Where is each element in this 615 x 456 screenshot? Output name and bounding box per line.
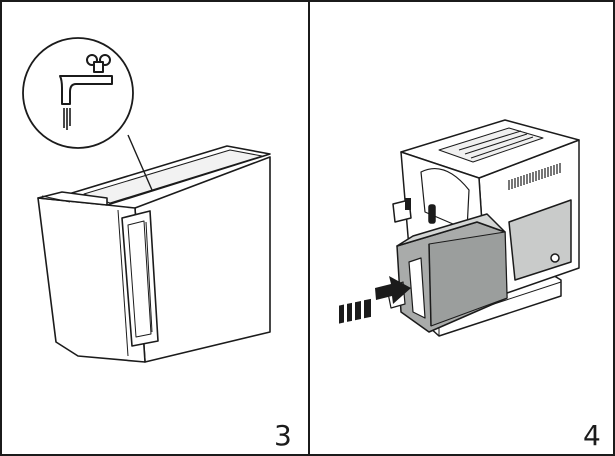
water-tank — [37, 145, 271, 363]
step-4-panel: 4 — [309, 0, 615, 456]
push-arrow-icon — [339, 276, 411, 324]
tap-callout — [22, 37, 134, 149]
step-number: 3 — [274, 419, 292, 452]
coffee-machine — [386, 119, 580, 337]
water-tank-drawing — [22, 37, 271, 363]
water-tap-icon — [59, 54, 113, 130]
step-3-panel: 3 — [22, 37, 292, 452]
coffee-machine-drawing — [339, 119, 580, 337]
step-number: 4 — [583, 419, 601, 452]
